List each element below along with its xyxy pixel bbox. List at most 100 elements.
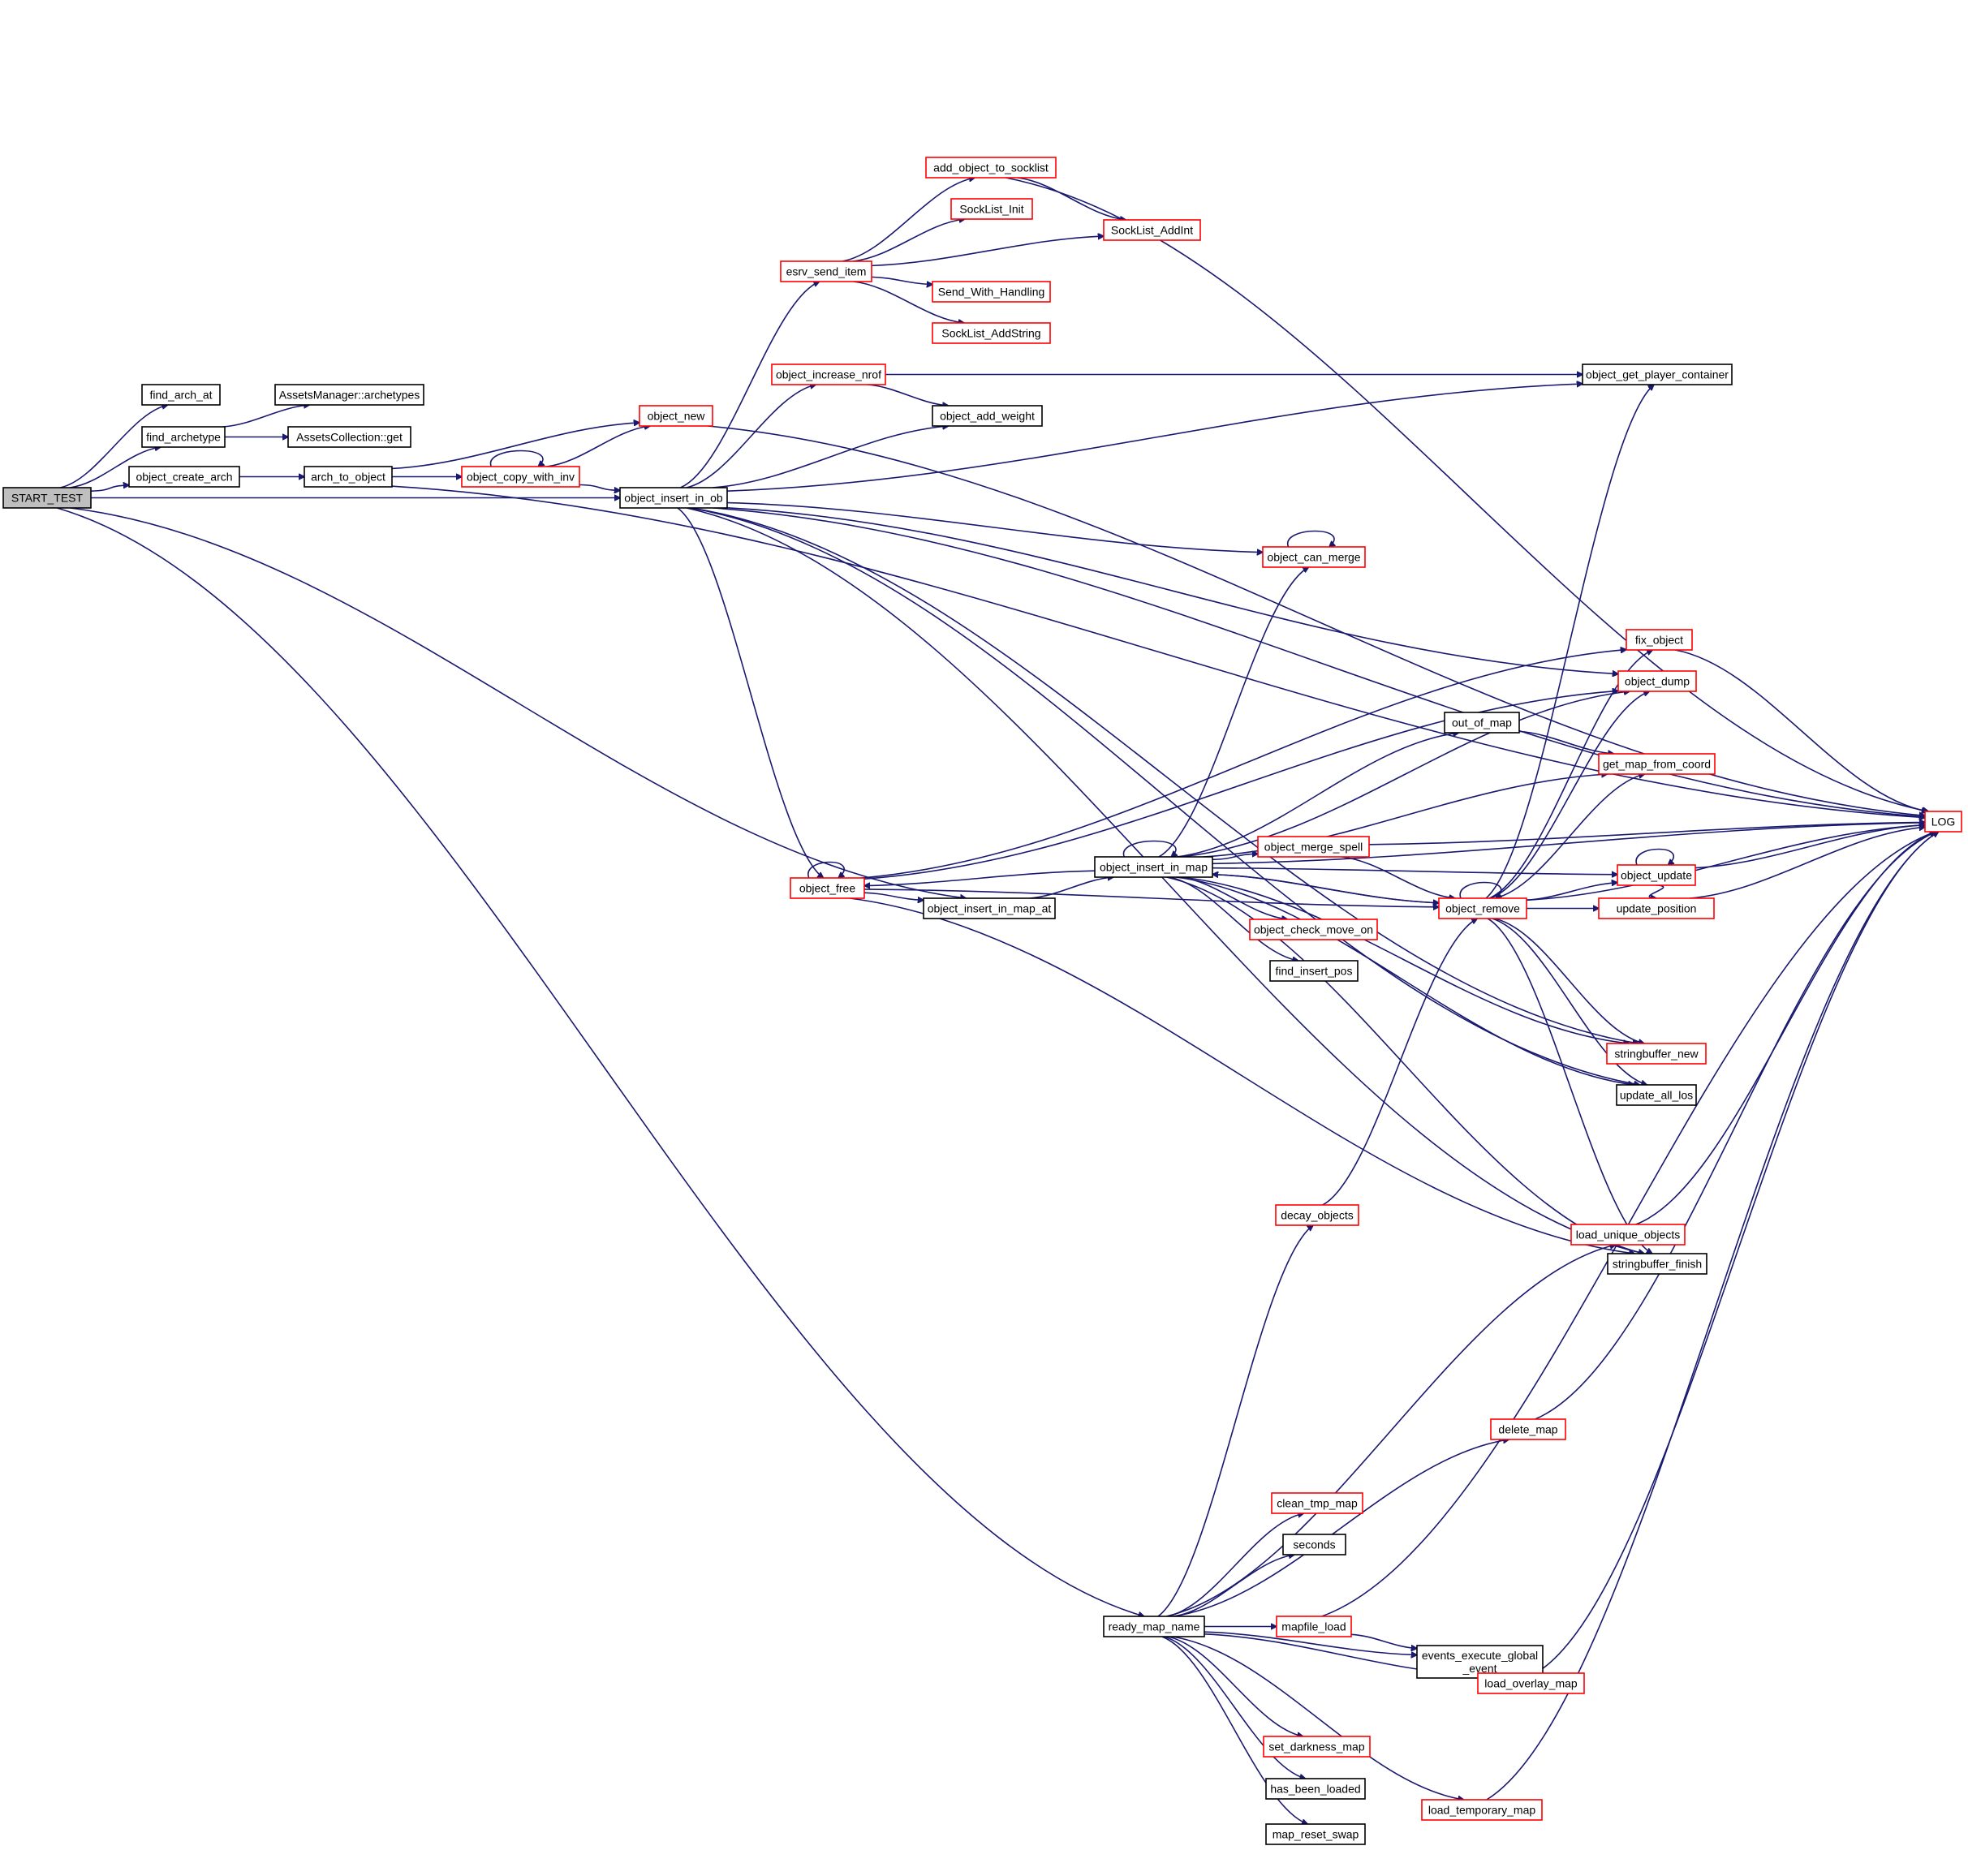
node-box-load_temporary_map[interactable] [1421, 1799, 1543, 1821]
node-label-seconds: seconds [1293, 1538, 1335, 1551]
edge-object_insert_in_ob-to-stringbuffer_new [691, 507, 1639, 1043]
node-seconds: seconds [1282, 1534, 1346, 1555]
node-box-update_position[interactable] [1598, 897, 1715, 919]
edge-arch_to_object-to-log [391, 485, 1925, 817]
node-label-socklist_init: SockList_Init [959, 203, 1023, 216]
node-socklist_addstring[interactable]: SockList_AddString [932, 322, 1051, 344]
node-object_check_move_on[interactable]: object_check_move_on [1249, 919, 1378, 940]
node-box-update_all_los [1616, 1084, 1697, 1106]
node-object_can_merge[interactable]: object_can_merge [1262, 546, 1366, 568]
node-box-object_copy_with_inv[interactable] [461, 466, 580, 488]
node-box-esrv_send_item[interactable] [780, 260, 872, 282]
edge-arch_to_object-to-object_new [391, 423, 639, 470]
edge-start_test-to-find_archetype [69, 447, 161, 488]
node-box-socklist_addstring[interactable] [932, 322, 1051, 344]
node-mapfile_load[interactable]: mapfile_load [1276, 1616, 1352, 1637]
node-box-object_new[interactable] [639, 405, 713, 427]
node-add_object_to_socklist[interactable]: add_object_to_socklist [925, 157, 1057, 179]
node-box-socklist_addint[interactable] [1103, 219, 1201, 241]
node-box-mapfile_load[interactable] [1276, 1616, 1352, 1637]
node-object_insert_in_map_at: object_insert_in_map_at [923, 897, 1056, 919]
node-label-object_check_move_on: object_check_move_on [1254, 923, 1373, 936]
node-socklist_addint[interactable]: SockList_AddInt [1103, 219, 1201, 241]
node-log[interactable]: LOG [1924, 811, 1962, 833]
node-box-arch_to_object [304, 466, 393, 488]
node-object_new[interactable]: object_new [639, 405, 713, 427]
node-box-object_free[interactable] [790, 877, 865, 899]
node-get_map_from_coord[interactable]: get_map_from_coord [1598, 753, 1716, 775]
edge-object_insert_in_map-to-object_can_merge [1158, 567, 1309, 858]
node-box-load_overlay_map[interactable] [1477, 1672, 1585, 1694]
node-object_dump[interactable]: object_dump [1617, 670, 1697, 692]
node-set_darkness_map[interactable]: set_darkness_map [1263, 1736, 1371, 1758]
node-label-has_been_loaded: has_been_loaded [1270, 1783, 1360, 1796]
node-box-object_remove[interactable] [1438, 897, 1527, 919]
node-box-delete_map[interactable] [1490, 1418, 1566, 1440]
node-send_with_handling[interactable]: Send_With_Handling [932, 281, 1051, 303]
node-delete_map[interactable]: delete_map [1490, 1418, 1566, 1440]
node-label-log: LOG [1931, 815, 1956, 828]
edge-object_insert_in_map-to-update_all_los [1175, 876, 1634, 1085]
edge-object_copy_with_inv-to-object_insert_in_ob [579, 484, 620, 491]
node-box-add_object_to_socklist[interactable] [925, 157, 1057, 179]
node-box-object_increase_nrof[interactable] [771, 364, 886, 385]
node-box-object_merge_spell[interactable] [1257, 836, 1370, 858]
node-label-find_arch_at: find_arch_at [149, 389, 212, 402]
node-box-has_been_loaded [1265, 1778, 1366, 1800]
edge-object_insert_in_ob-to-object_free [677, 507, 824, 878]
node-update_position[interactable]: update_position [1598, 897, 1715, 919]
node-load_temporary_map[interactable]: load_temporary_map [1421, 1799, 1543, 1821]
node-object_update[interactable]: object_update [1617, 864, 1696, 886]
node-box-object_update[interactable] [1617, 864, 1696, 886]
node-esrv_send_item[interactable]: esrv_send_item [780, 260, 872, 282]
node-label-object_add_weight: object_add_weight [940, 410, 1035, 423]
node-box-load_unique_objects[interactable] [1570, 1224, 1686, 1246]
edge-object_insert_in_ob-to-object_can_merge [726, 501, 1263, 553]
node-label-events_execute_global_event-0: events_execute_global [1422, 1649, 1538, 1662]
node-clean_tmp_map[interactable]: clean_tmp_map [1271, 1492, 1363, 1514]
edge-object_insert_in_map_at-to-object_insert_in_map [1029, 877, 1113, 899]
edge-add_object_to_socklist-to-socklist_addint [1017, 177, 1126, 220]
node-box-object_check_move_on[interactable] [1249, 919, 1378, 940]
node-box-object_can_merge[interactable] [1262, 546, 1366, 568]
node-label-object_update: object_update [1621, 869, 1692, 882]
node-label-find_archetype: find_archetype [146, 431, 221, 444]
node-arch_to_object: arch_to_object [304, 466, 393, 488]
node-decay_objects[interactable]: decay_objects [1275, 1204, 1359, 1226]
node-object_free[interactable]: object_free [790, 877, 865, 899]
node-object_remove[interactable]: object_remove [1438, 897, 1527, 919]
node-fix_object[interactable]: fix_object [1626, 629, 1693, 651]
node-box-object_insert_in_map_at [923, 897, 1056, 919]
node-box-log[interactable] [1924, 811, 1962, 833]
node-load_overlay_map[interactable]: load_overlay_map [1477, 1672, 1585, 1694]
node-label-stringbuffer_new: stringbuffer_new [1614, 1048, 1699, 1061]
node-label-object_get_player_container: object_get_player_container [1586, 368, 1729, 381]
edge-object_remove-to-fix_object [1488, 650, 1652, 899]
node-object_increase_nrof[interactable]: object_increase_nrof [771, 364, 886, 385]
edge-object_insert_in_ob-to-object_dump [726, 507, 1618, 674]
node-box-stringbuffer_new[interactable] [1606, 1043, 1707, 1065]
node-box-send_with_handling[interactable] [932, 281, 1051, 303]
node-object_merge_spell[interactable]: object_merge_spell [1257, 836, 1370, 858]
edge-ready_map_name-to-set_darkness_map [1167, 1636, 1303, 1736]
node-label-assetsmanager_archetypes: AssetsManager::archetypes [279, 389, 420, 402]
edge-ready_map_name-to-load_temporary_map [1172, 1636, 1463, 1800]
edge-object_free-to-object_dump [863, 691, 1618, 880]
edge-object_insert_in_ob-to-object_get_player_container [726, 384, 1583, 493]
node-load_unique_objects[interactable]: load_unique_objects [1570, 1224, 1686, 1246]
node-box-decay_objects[interactable] [1275, 1204, 1359, 1226]
node-box-fix_object[interactable] [1626, 629, 1693, 651]
node-box-set_darkness_map[interactable] [1263, 1736, 1371, 1758]
node-object_insert_in_map: object_insert_in_map [1094, 856, 1213, 878]
node-object_copy_with_inv[interactable]: object_copy_with_inv [461, 466, 580, 488]
node-stringbuffer_new[interactable]: stringbuffer_new [1606, 1043, 1707, 1065]
node-box-get_map_from_coord[interactable] [1598, 753, 1716, 775]
node-socklist_init[interactable]: SockList_Init [950, 198, 1033, 220]
node-find_arch_at: find_arch_at [141, 384, 221, 406]
node-box-clean_tmp_map[interactable] [1271, 1492, 1363, 1514]
node-box-object_dump[interactable] [1617, 670, 1697, 692]
edge-object_can_merge-to-object_can_merge [1287, 530, 1334, 548]
edge-start_test-to-object_create_arch [90, 485, 129, 492]
node-box-socklist_init[interactable] [950, 198, 1033, 220]
edge-object_update-to-object_update [1635, 848, 1673, 866]
